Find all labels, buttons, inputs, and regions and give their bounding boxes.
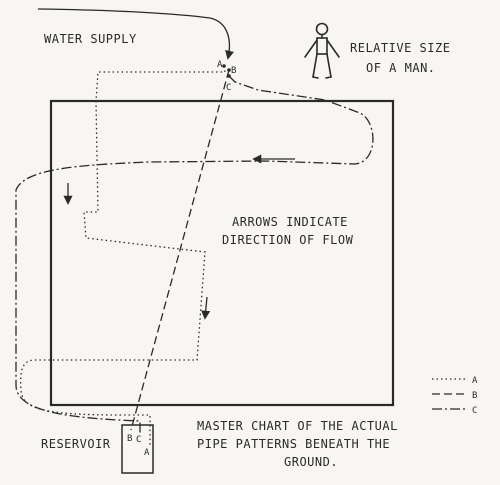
legend-label-a: A bbox=[472, 376, 478, 386]
junction-dot-a bbox=[222, 64, 226, 68]
reservoir-label-a: A bbox=[144, 448, 150, 458]
reservoir-label-c: C bbox=[136, 435, 142, 445]
reservoir-label-b: B bbox=[127, 434, 133, 444]
legend-label-b: B bbox=[472, 391, 478, 401]
caption-line3: GROUND. bbox=[284, 455, 338, 469]
junction-label-c: C bbox=[226, 83, 232, 93]
man-figure-icon bbox=[304, 22, 340, 79]
legend-label-c: C bbox=[472, 406, 478, 416]
water-supply-label: WATER SUPPLY bbox=[44, 32, 137, 46]
junction-dot-c bbox=[227, 74, 231, 78]
pipe-b bbox=[130, 69, 230, 431]
pipe-c bbox=[15, 75, 374, 433]
relative-size-label-line1: RELATIVE SIZE bbox=[350, 41, 450, 55]
junction-label-b: B bbox=[231, 66, 237, 76]
caption-line1: MASTER CHART OF THE ACTUAL bbox=[197, 419, 398, 433]
reservoir-label: RESERVOIR bbox=[41, 437, 111, 451]
reservoir-tank bbox=[121, 424, 154, 474]
junction-dot-b bbox=[227, 68, 231, 72]
caption-line2: PIPE PATTERNS BENEATH THE bbox=[197, 437, 390, 451]
legend: A B C bbox=[432, 376, 478, 416]
flow-note-line1: ARROWS INDICATE bbox=[232, 215, 348, 229]
flow-note-line2: DIRECTION OF FLOW bbox=[222, 233, 354, 247]
relative-size-label-line2: OF A MAN. bbox=[366, 61, 436, 75]
junction-label-a: A bbox=[217, 60, 223, 70]
flow-arrow-lower bbox=[201, 296, 211, 320]
field-boundary bbox=[49, 99, 395, 407]
water-supply-pipe bbox=[37, 8, 235, 60]
